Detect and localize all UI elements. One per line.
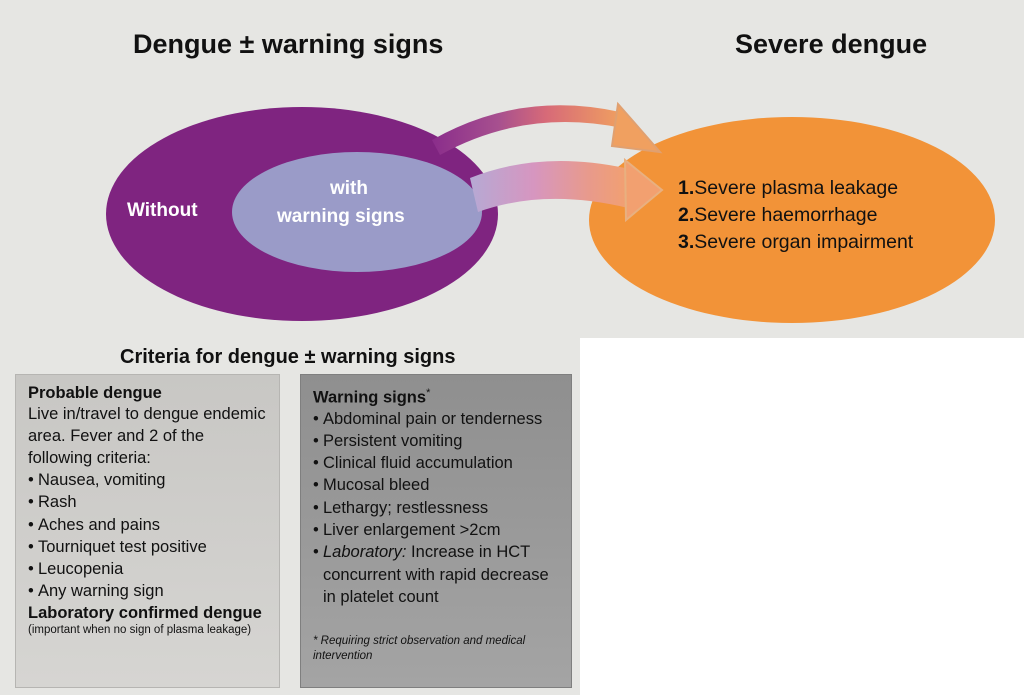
severe-item: 3.Severe organ impairment (678, 231, 914, 253)
with-label: with (330, 178, 368, 199)
list-item: Liver enlargement >2cm (313, 519, 559, 542)
list-item: Aches and pains (28, 514, 267, 537)
list-item: Rash (28, 491, 267, 514)
upper-arrowhead (610, 101, 663, 154)
warning-footnote: * Requiring strict observation and medic… (313, 635, 526, 663)
lower-arrowhead (623, 157, 664, 223)
severe-item: 1.Severe plasma leakage (678, 177, 899, 199)
severe-dengue-ellipse (589, 117, 995, 323)
list-item: Laboratory: Increase in HCT concurrent w… (313, 541, 559, 608)
list-item: Abdominal pain or tenderness (313, 408, 559, 431)
lab-confirmed-heading: Laboratory confirmed dengue (28, 603, 262, 622)
severe-dengue-list: 1.Severe plasma leakage 2.Severe haemorr… (678, 175, 913, 256)
warning-signs-heading: Warning signs* (313, 387, 431, 407)
probable-dengue-intro: Live in/travel to dengue endemic area. F… (28, 405, 266, 467)
list-item: Persistent vomiting (313, 430, 559, 453)
upper-arrow-shaft (432, 105, 622, 155)
list-item: Mucosal bleed (313, 474, 559, 497)
warning-signs-label: warning signs (277, 206, 405, 227)
warning-signs-list: Abdominal pain or tenderness Persistent … (313, 408, 559, 609)
list-item: Any warning sign (28, 580, 267, 603)
list-item: Lethargy; restlessness (313, 497, 559, 520)
without-label: Without (127, 200, 198, 221)
warning-signs-ellipse (232, 152, 482, 272)
severe-dengue-heading: Severe dengue (735, 29, 928, 59)
probable-criteria-list: Nausea, vomiting Rash Aches and pains To… (28, 469, 267, 603)
lab-confirmed-note: (important when no sign of plasma leakag… (28, 623, 252, 636)
severe-item: 2.Severe haemorrhage (678, 204, 878, 226)
dengue-heading: Dengue ± warning signs (133, 29, 444, 59)
list-item: Clinical fluid accumulation (313, 452, 559, 475)
lower-arrow-shaft (470, 160, 628, 212)
probable-dengue-heading: Probable dengue (28, 384, 162, 402)
list-item: Nausea, vomiting (28, 469, 267, 492)
list-item: Tourniquet test positive (28, 536, 267, 559)
list-item: Leucopenia (28, 558, 267, 581)
probable-dengue-box: Probable dengue Live in/travel to dengue… (15, 374, 280, 688)
warning-signs-box: Warning signs* Abdominal pain or tendern… (300, 374, 572, 688)
criteria-title: Criteria for dengue ± warning signs (120, 346, 456, 368)
